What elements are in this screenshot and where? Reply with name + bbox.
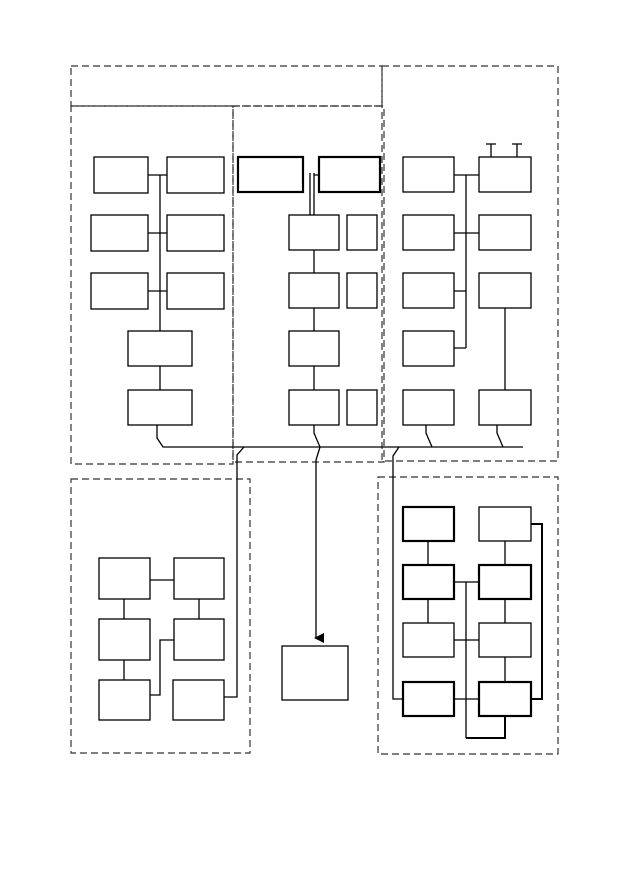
group-lower-left <box>98 446 245 721</box>
wire-lr-bus-feed <box>392 446 403 700</box>
block-ul-r3-left <box>90 272 149 310</box>
block-ul-r1-right <box>166 156 225 194</box>
block-lr-r4-left <box>401 680 456 718</box>
wire-ll-bus-feed <box>224 446 245 698</box>
regions <box>70 65 559 755</box>
group-upper-left <box>90 156 225 426</box>
region-right-lower <box>377 476 559 755</box>
block-ul-r3-right <box>166 272 225 310</box>
block-um-r1 <box>288 214 340 251</box>
block-lr-r4-right <box>477 680 533 718</box>
block-um-r4 <box>288 389 340 426</box>
block-ur-r1-right <box>478 156 532 193</box>
block-ll-r1-right <box>173 557 225 600</box>
block-ur-r5-right <box>478 389 532 426</box>
block-ur-r3-left <box>402 272 455 309</box>
block-um-r3 <box>288 330 340 367</box>
block-lr-r1-right <box>478 506 532 542</box>
region-top-header <box>70 65 383 107</box>
main-bus <box>156 425 523 448</box>
antenna-terminal-icon <box>486 143 522 157</box>
block-ul-r2-right <box>166 214 225 252</box>
block-um-r2-small <box>346 272 378 309</box>
wire-ur-left-bus <box>454 174 479 349</box>
block-um-r4-small <box>346 389 378 426</box>
block-lr-r3-left <box>402 622 455 658</box>
block-center-output <box>281 645 349 701</box>
block-ur-r2-left <box>402 214 455 251</box>
block-um-r1-small <box>346 214 378 251</box>
wire-lr-right-loop <box>531 523 543 700</box>
block-lr-r2-right <box>477 563 533 601</box>
block-ur-r3-right <box>478 272 532 309</box>
group-center-output <box>281 446 349 701</box>
block-um-r2 <box>288 272 340 309</box>
wire-um-top-links <box>302 173 319 215</box>
block-ul-r1-left <box>93 156 149 194</box>
wire-bus-horizontal <box>156 425 523 448</box>
region-left-upper <box>70 105 234 465</box>
block-ll-r2-left <box>98 618 151 661</box>
wire-ll-cross <box>150 639 174 696</box>
group-lower-right <box>392 446 543 739</box>
group-upper-right <box>402 143 532 426</box>
block-lr-r3-right <box>478 622 532 658</box>
wire-lr-verticals <box>427 541 506 682</box>
block-ur-r4-left <box>402 330 455 367</box>
wire-lr-bus <box>454 581 479 738</box>
wire-ll-links <box>123 579 200 680</box>
block-lr-r1-left <box>401 505 456 543</box>
block-ll-r3-right <box>172 679 225 721</box>
block-ll-r1-left <box>98 557 151 600</box>
block-ur-r2-right <box>478 214 532 251</box>
block-ul-r4 <box>127 330 193 367</box>
block-ll-r2-right <box>173 618 225 661</box>
region-left-lower <box>70 478 251 754</box>
block-um-top-right <box>317 155 382 194</box>
region-right-upper <box>381 65 559 462</box>
wire-bus-drop-ur-right <box>496 425 504 448</box>
block-um-top-left <box>236 155 305 194</box>
block-ur-r1-left <box>402 156 455 193</box>
wire-bus-drop-middle <box>313 425 321 448</box>
block-ur-r5-left <box>402 389 455 426</box>
region-middle-upper <box>232 105 385 463</box>
group-upper-middle <box>236 155 382 426</box>
wire-ul-branches <box>148 174 167 292</box>
wire-bus-drop-ur-left <box>425 425 433 448</box>
block-ul-r5 <box>127 389 193 426</box>
block-ul-r2-left <box>90 214 149 252</box>
block-lr-r2-left <box>401 563 456 601</box>
wire-lr-bottom-loop <box>466 716 506 739</box>
wire-center-arrow <box>314 446 324 643</box>
block-ll-r3-left <box>98 679 151 721</box>
